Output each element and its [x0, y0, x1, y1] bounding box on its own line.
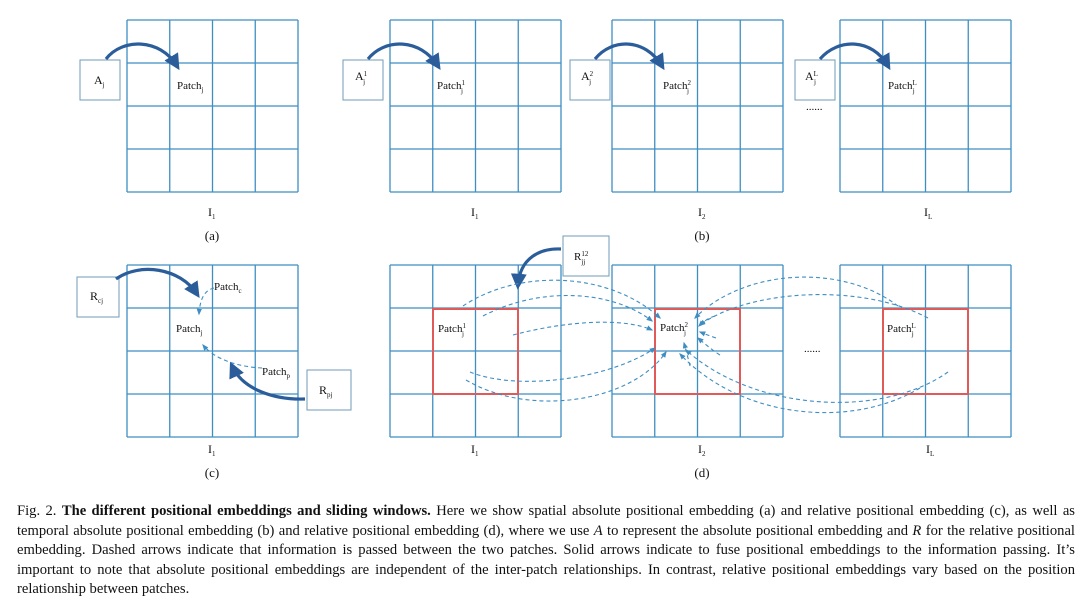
image-grids [126, 19, 1012, 438]
sliding-windows [432, 308, 969, 395]
grid-panel-c [126, 264, 299, 438]
info-arrow [698, 315, 716, 327]
info-arrow [469, 347, 657, 382]
info-arrow [696, 337, 721, 356]
absolute-embedding-label: Aj [94, 73, 105, 89]
relative-embedding-box-12 [562, 235, 610, 277]
info-arrow-c [196, 287, 215, 316]
panel-label-a: (a) [205, 228, 219, 243]
grid-panel-a [126, 19, 299, 193]
fuse-arrow-1 [366, 42, 441, 71]
info-arrow [698, 331, 717, 339]
absolute-embedding-box-1 [342, 59, 384, 101]
fuse-arrow-p [229, 361, 306, 401]
fuse-arrow-2 [593, 42, 665, 71]
ellipsis: ...... [806, 101, 823, 113]
patch-p-label: Patchp [262, 366, 290, 380]
patch-c-label: Patchc [214, 281, 242, 295]
caption-var-a: A [593, 522, 603, 539]
image-label-i1: I1 [471, 442, 479, 458]
grid-panel-b-i1 [389, 19, 562, 193]
image-label-i1: I1 [208, 442, 216, 458]
info-arrow [698, 294, 929, 326]
info-arrow [482, 295, 654, 322]
figure-caption: Fig. 2. The different positional embeddi… [17, 502, 1075, 600]
panel-label-b: (b) [694, 228, 709, 243]
image-label-i2: I2 [698, 442, 706, 458]
relative-embedding-label-c: Rcj [90, 289, 103, 305]
image-label-i2: I2 [698, 205, 706, 221]
relative-embedding-label-p: Rpj [319, 383, 333, 399]
info-arrow [462, 279, 661, 319]
patch-label: Patchj [177, 80, 203, 94]
panel-label-d: (d) [694, 465, 709, 480]
caption-var-r: R [912, 522, 922, 539]
panel-c: Rcj Rpj Patchc Patchj Patchp I1 (c) [76, 267, 352, 480]
caption-text: Here we show spatial absolute positional… [17, 503, 1075, 539]
info-arrow-p [202, 343, 263, 369]
grid-panel-b-il [839, 19, 1012, 193]
sliding-window-il [882, 308, 969, 395]
image-label-i1: I1 [208, 205, 216, 221]
fuse-arrow-c [115, 267, 200, 299]
panel-label-c: (c) [205, 465, 219, 480]
relative-embedding-box-c [76, 276, 120, 318]
info-arrow [694, 276, 899, 319]
grid-panel-b-i2 [611, 19, 784, 193]
panel-a: Aj Patchj I1 (a) [79, 42, 219, 243]
grid-panel-d-il [839, 264, 1012, 438]
image-label-il: IL [926, 442, 934, 458]
fuse-arrow-l [818, 42, 891, 71]
info-arrow [465, 350, 667, 402]
sliding-window-i1 [432, 308, 519, 395]
caption-text: for the relative positional embedding. D… [17, 522, 1075, 598]
grid-panel-d-i1 [389, 264, 562, 438]
info-arrow [682, 341, 691, 367]
image-label-i1: I1 [471, 205, 479, 221]
absolute-embedding-box-l [794, 59, 836, 101]
figure-number: Fig. 2. [17, 503, 57, 519]
info-arrow [512, 321, 654, 336]
figure-title: The different positional embeddings and … [61, 503, 431, 519]
grid-panel-d-i2 [611, 264, 784, 438]
ellipsis: ...... [804, 343, 821, 355]
absolute-embedding-box-2 [569, 59, 611, 101]
patch-j-label: Patchj [176, 323, 202, 337]
fuse-arrow [104, 42, 180, 71]
caption-text: to represent the absolute positional emb… [607, 522, 909, 539]
info-arrow [679, 353, 921, 414]
image-label-il: IL [924, 205, 932, 221]
fuse-arrow-d [510, 247, 562, 290]
absolute-embedding-box [79, 59, 121, 101]
relative-embedding-box-p [306, 369, 352, 411]
